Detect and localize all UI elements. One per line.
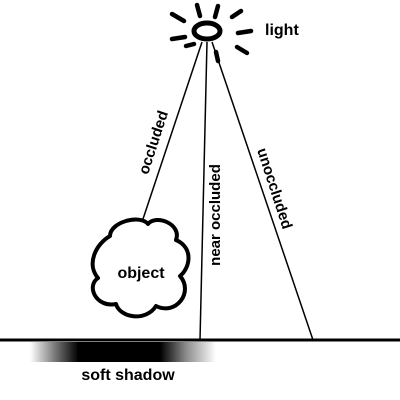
- light-source: [191, 20, 223, 42]
- light-label: light: [265, 22, 299, 39]
- sun-ray: [183, 41, 197, 49]
- sun-ray: [169, 11, 187, 24]
- near-occluded-ray: [199, 41, 208, 341]
- sun-ray: [234, 44, 250, 56]
- sun-ray: [194, 2, 203, 19]
- sun-icon: [169, 2, 254, 64]
- sun-ray: [169, 34, 188, 42]
- occluded-label: occluded: [135, 109, 172, 177]
- unoccluded-ray: [211, 41, 314, 341]
- sun-ray: [235, 28, 254, 36]
- soft-shadow-label: soft shadow: [81, 367, 175, 384]
- object-label: object: [117, 265, 165, 282]
- sun-ray: [212, 3, 221, 20]
- object-shape: [90, 217, 191, 319]
- unoccluded-label: unoccluded: [253, 146, 295, 231]
- occluded-ray: [140, 41, 203, 226]
- sun-ray: [229, 8, 244, 20]
- soft-shadow-band: [30, 342, 216, 362]
- near-occluded-label: near occluded: [207, 164, 224, 266]
